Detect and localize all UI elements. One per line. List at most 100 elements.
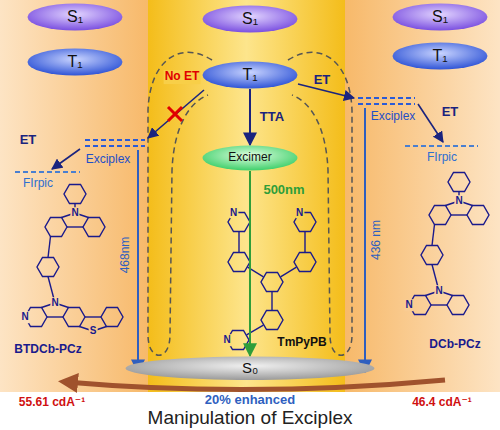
bond xyxy=(458,192,459,202)
wavelength-label: 468nm xyxy=(119,237,133,274)
shape-outline xyxy=(392,3,488,31)
enhancement-arc xyxy=(66,380,445,390)
bond xyxy=(446,201,460,206)
bond xyxy=(439,291,453,296)
molecule-name: TmPyPB xyxy=(277,336,326,350)
molecule xyxy=(409,172,489,314)
exciplex-level xyxy=(85,139,145,141)
exciplex-level xyxy=(358,103,415,105)
molecule-name: BTDCb-PCz xyxy=(14,343,81,357)
level-ellipse xyxy=(28,4,123,31)
shape-outline xyxy=(27,3,123,31)
transfer-label: ET xyxy=(20,133,37,148)
bond xyxy=(459,201,473,206)
ring-bond xyxy=(45,217,67,236)
dopant-label: FIrpic xyxy=(23,177,53,191)
bond xyxy=(431,304,447,305)
shape-outline xyxy=(392,42,488,70)
ring-bond xyxy=(294,252,316,271)
molecule-name: DCb-PCz xyxy=(429,338,480,352)
level-ellipse xyxy=(203,146,298,171)
edge-label: 500nm xyxy=(263,183,304,198)
atom-label: N xyxy=(295,207,304,219)
triplet-level: T₁ xyxy=(392,42,488,70)
transfer-arrow xyxy=(418,104,443,142)
efficiency-value: 46.4 cdA⁻¹ xyxy=(412,396,472,410)
bond xyxy=(42,303,56,308)
bond xyxy=(281,267,297,277)
singlet-level: S₁ xyxy=(392,3,488,31)
bond xyxy=(451,214,467,215)
ring-bond xyxy=(421,245,443,264)
ring-bond xyxy=(294,212,316,231)
ring-bond xyxy=(429,205,451,224)
transfer-arrow xyxy=(249,89,251,145)
exciplex-level xyxy=(85,145,145,147)
bond xyxy=(432,265,439,292)
bond xyxy=(432,225,435,246)
ring-bond xyxy=(261,310,283,329)
ring-bond xyxy=(101,307,123,326)
state-label: Exciplex xyxy=(86,153,131,167)
transfer-label: ET xyxy=(314,73,331,88)
edge-label: TTA xyxy=(260,110,284,125)
ring-bond xyxy=(261,272,283,291)
atom-label: N xyxy=(404,299,413,311)
dopant-level xyxy=(405,145,478,147)
atom-label: N xyxy=(70,207,79,219)
level-name: Excimer xyxy=(228,151,271,164)
left-panel xyxy=(0,0,148,392)
bond xyxy=(80,327,94,332)
emission-arrow xyxy=(364,108,366,372)
state-label: Exciplex xyxy=(371,110,416,124)
shape-outline xyxy=(202,61,298,89)
atom-label: N xyxy=(222,334,231,346)
ring-bond xyxy=(25,307,47,326)
right-panel xyxy=(345,0,500,392)
bond xyxy=(85,316,101,317)
figure-title: Manipulation of Exciplex xyxy=(148,407,353,429)
ring-bond xyxy=(227,330,249,349)
level-name: T₁ xyxy=(242,66,257,84)
excimer-state: Excimer xyxy=(202,145,298,171)
bond xyxy=(47,316,63,317)
center-panel xyxy=(148,0,345,392)
enhancement-note: 20% enhanced xyxy=(205,393,295,408)
triplet-level: T₁ xyxy=(202,61,298,89)
shape-outline xyxy=(125,356,375,381)
level-name: S₁ xyxy=(242,10,258,28)
level-name: S₀ xyxy=(242,360,258,377)
blocked-arrow xyxy=(148,90,204,138)
ring-bond xyxy=(448,172,470,191)
ring-bond xyxy=(228,252,250,271)
cross-mark xyxy=(168,107,182,121)
cross-mark xyxy=(168,107,182,121)
bond xyxy=(48,237,51,258)
atom-label: N xyxy=(50,297,59,309)
molecule xyxy=(25,184,123,331)
atom-label: N xyxy=(454,195,463,207)
level-name: S₁ xyxy=(67,8,83,26)
shape-outline xyxy=(27,48,123,76)
transfer-arrow xyxy=(298,84,354,98)
bond xyxy=(74,204,75,214)
transfer-label: ET xyxy=(442,105,459,120)
blocked-label: No ET xyxy=(164,70,201,84)
level-ellipse xyxy=(126,356,375,380)
exciplex-level xyxy=(358,97,415,99)
ring-bond xyxy=(228,212,250,231)
level-name: T₁ xyxy=(432,47,447,65)
atom-label: N xyxy=(229,207,238,219)
level-ellipse xyxy=(393,43,488,70)
bond xyxy=(75,213,89,218)
bond xyxy=(271,292,272,310)
bond xyxy=(48,277,55,304)
molecule-structures xyxy=(25,172,489,349)
level-name: S₁ xyxy=(432,8,448,26)
singlet-level: S₁ xyxy=(202,5,298,33)
wavelength-label: 436 nm xyxy=(370,220,384,260)
bond xyxy=(93,327,107,332)
shape-outline xyxy=(202,5,298,33)
